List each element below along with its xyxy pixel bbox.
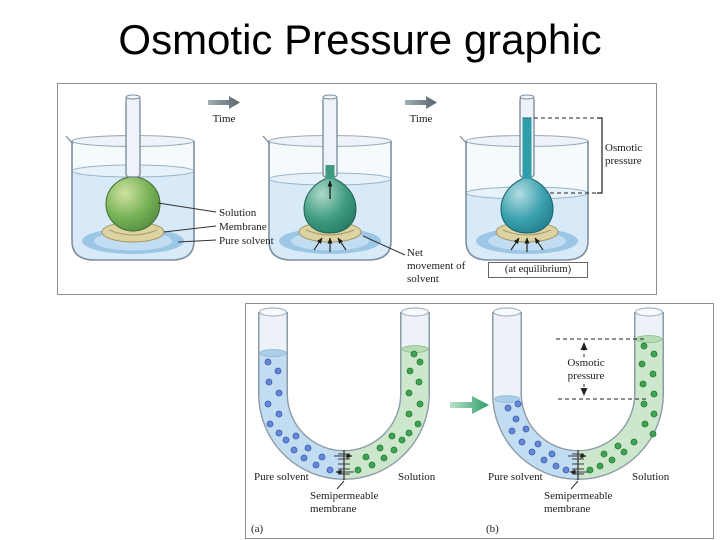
beaker-3 [459, 94, 589, 261]
membrane-fold-1 [108, 229, 158, 236]
flask-mouth-1 [125, 94, 141, 100]
solvent-particles-a [264, 358, 334, 474]
osmotic-pressure-bracket [534, 117, 603, 194]
solute-particles-b [586, 342, 658, 474]
membrane-leader-b [570, 480, 579, 490]
osmotic-pressure-label: Osmotic pressure [605, 142, 643, 167]
utube-a-solvent-surface [259, 349, 287, 357]
osmotic-pressure-label-b: Osmotic pressure [558, 357, 614, 383]
membrane-fold-2 [305, 229, 355, 236]
utube-a-solvent [259, 353, 352, 479]
time-arrow-2-icon [405, 96, 437, 109]
beaker-3-outline [465, 141, 589, 261]
utube-b-right-mouth [635, 307, 663, 317]
utube-a-left-mouth [259, 307, 287, 317]
solution-bulb-2 [303, 176, 357, 234]
pure-solvent-label: Pure solvent [219, 235, 274, 247]
beaker-1-outline [71, 141, 195, 261]
caption-a: (a) [251, 523, 264, 535]
beaker-2-spout [262, 135, 271, 145]
caption-b: (b) [486, 523, 499, 535]
membrane-label-a: Semipermeable membrane [310, 490, 379, 515]
utube-b-solvent-surface [494, 395, 521, 403]
solution-label-b: Solution [632, 471, 670, 483]
semipermeable-membrane-b [568, 450, 588, 480]
utube-b-solution-surface [635, 335, 663, 343]
transition-arrow-icon [450, 396, 489, 414]
utube-b-solvent [493, 397, 586, 479]
utube-b [492, 307, 664, 490]
flask-neck-1 [125, 96, 141, 178]
solvent-particles-b [504, 400, 570, 474]
solvent-entry-arrows-3 [510, 237, 544, 252]
beaker-3-spout [459, 135, 468, 145]
membrane-label-b: Semipermeable membrane [544, 490, 613, 515]
solution-bulb-1 [105, 176, 161, 232]
solvent-entry-arrows-2 [313, 237, 347, 252]
time-label-1: Time [212, 113, 236, 125]
beaker-1-spout [65, 135, 74, 145]
beaker-1 [65, 94, 195, 261]
flask-mouth-2 [322, 94, 338, 100]
membrane-leader-a [336, 480, 345, 490]
net-movement-label: Net movement of solvent [407, 247, 466, 285]
equilibrium-label: (at equilibrium) [488, 262, 588, 279]
utube-b-solution [577, 339, 663, 479]
membrane-label: Membrane [219, 221, 267, 233]
beaker-sequence-panel: Time Time Solution Membrane Pure solvent… [57, 83, 657, 295]
time-label-2: Time [409, 113, 433, 125]
semipermeable-membrane-a [334, 450, 354, 480]
utube-b-left-mouth [493, 307, 521, 317]
utube-a-solution [343, 349, 429, 479]
membrane-fold-3 [502, 229, 552, 236]
solution-label: Solution [219, 207, 257, 219]
utube-panel: Pure solvent Solution Semipermeable memb… [245, 303, 714, 539]
utube-a [258, 307, 430, 490]
utube-graphic [258, 307, 664, 490]
solution-bulb-3 [500, 176, 554, 234]
label-leader-lines [157, 202, 406, 256]
beaker-sequence-graphic [65, 94, 603, 261]
solution-column-2 [325, 165, 335, 179]
page-title: Osmotic Pressure graphic [118, 16, 602, 63]
flask-mouth-3 [519, 94, 535, 100]
solution-column-3 [522, 118, 532, 179]
solution-label-a: Solution [398, 471, 436, 483]
solute-particles-a [354, 350, 424, 474]
utube-a-right-mouth [401, 307, 429, 317]
pure-solvent-label-b: Pure solvent [488, 471, 543, 483]
beaker-2-outline [268, 141, 392, 261]
pure-solvent-label-a: Pure solvent [254, 471, 309, 483]
time-arrow-1-icon [208, 96, 240, 109]
beaker-2 [262, 94, 392, 261]
